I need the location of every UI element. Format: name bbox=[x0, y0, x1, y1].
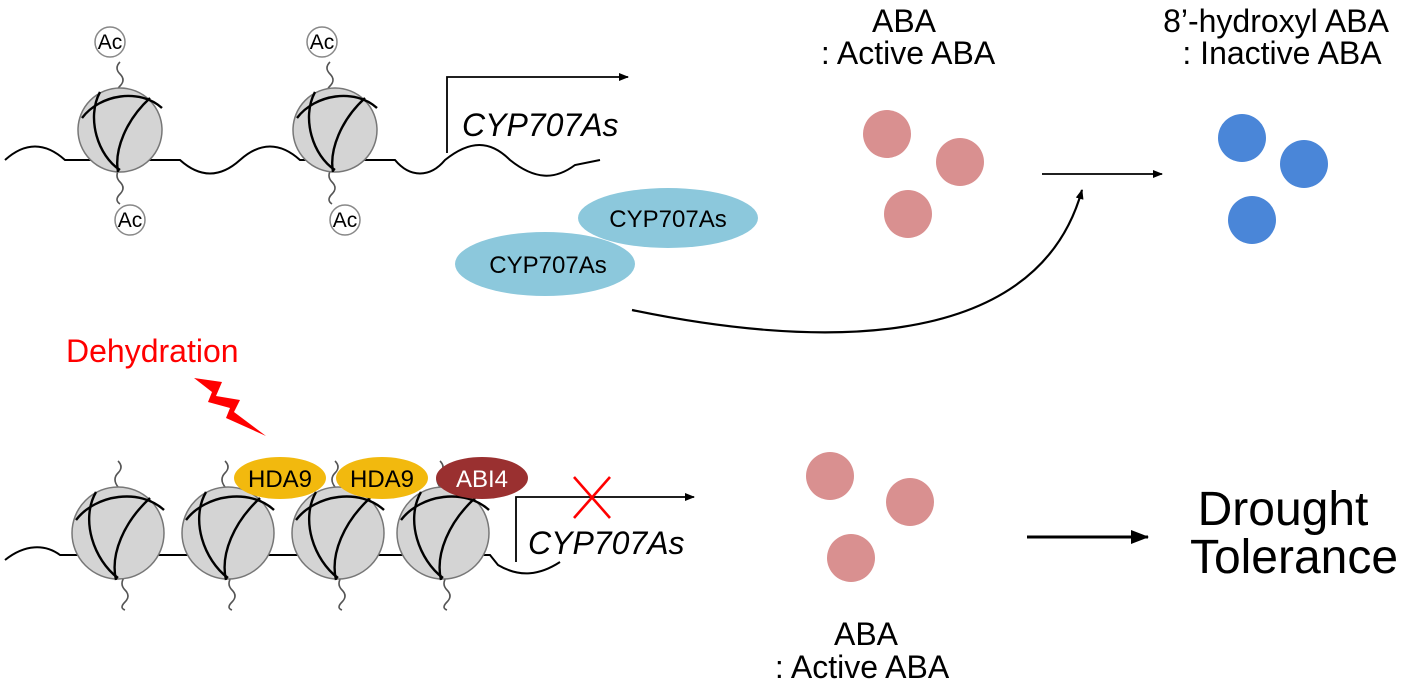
outcome-line-1: Drought bbox=[1198, 483, 1369, 536]
gene-label-top: CYP707As bbox=[462, 107, 619, 143]
protein-label: CYP707As bbox=[489, 252, 606, 279]
acetyl-label: Ac bbox=[333, 209, 358, 232]
dna-wrap bbox=[75, 495, 165, 521]
active-aba-molecule bbox=[863, 110, 911, 158]
abi4-label: ABI4 bbox=[456, 466, 508, 493]
enzyme-action-arrow bbox=[631, 189, 1084, 334]
blocked-transcription-icon bbox=[573, 476, 611, 519]
histone-tail bbox=[116, 167, 124, 205]
dna-wrap bbox=[81, 94, 163, 119]
histone-tail bbox=[328, 167, 336, 205]
inactive-aba-subtitle: : Inactive ABA bbox=[1182, 35, 1382, 71]
dna-wrap bbox=[307, 491, 339, 579]
dna-wrap bbox=[331, 97, 366, 173]
nucleosome-deacetylated-3 bbox=[291, 460, 385, 611]
histone-tail bbox=[443, 575, 451, 611]
active-aba-molecule bbox=[827, 534, 875, 582]
histone-core bbox=[291, 486, 385, 580]
active-aba-title: ABA bbox=[872, 3, 937, 39]
outcome-line-2: Tolerance bbox=[1190, 531, 1398, 584]
histone-tail bbox=[331, 460, 339, 488]
top-panel: Ac Ac Ac Ac CYP707As CYP707As CYP707 bbox=[4, 3, 1390, 334]
transcription-arrow-top bbox=[446, 73, 629, 153]
nucleosome-deacetylated-2 bbox=[181, 460, 275, 611]
dehydration-label: Dehydration bbox=[66, 333, 239, 369]
nucleosome-deacetylated-4 bbox=[396, 460, 490, 611]
dna-wrap bbox=[87, 491, 119, 579]
hda9-label: HDA9 bbox=[248, 466, 312, 493]
active-aba-molecule bbox=[886, 478, 934, 526]
dna-wrap bbox=[307, 91, 336, 172]
dna-wrap bbox=[223, 497, 261, 581]
dna-wrap bbox=[113, 497, 151, 581]
hda9-protein-2: HDA9 bbox=[336, 457, 428, 499]
acetyl-label: Ac bbox=[118, 209, 143, 232]
active-aba-molecule bbox=[884, 190, 932, 238]
dna-wrap bbox=[400, 495, 490, 521]
inactive-aba-molecule bbox=[1218, 114, 1266, 162]
dna-wrap bbox=[295, 495, 385, 521]
dna-strand-bottom bbox=[4, 546, 561, 575]
histone-tail bbox=[221, 460, 229, 488]
dna-wrap bbox=[438, 497, 476, 581]
active-aba-subtitle-bottom: : Active ABA bbox=[775, 649, 950, 685]
dna-wrap bbox=[296, 94, 378, 119]
active-aba-subtitle: : Active ABA bbox=[821, 35, 996, 71]
inactive-aba-molecule bbox=[1280, 140, 1328, 188]
histone-core bbox=[71, 486, 165, 580]
dna-wrap bbox=[116, 97, 151, 173]
dna-wrap bbox=[92, 91, 121, 172]
active-aba-molecule bbox=[936, 138, 984, 186]
histone-tail bbox=[121, 575, 129, 611]
nucleosome-acetylated-1: Ac Ac bbox=[77, 26, 163, 236]
nucleosome-acetylated-2: Ac Ac bbox=[292, 26, 378, 236]
histone-tail bbox=[228, 575, 236, 611]
active-aba-title-bottom: ABA bbox=[834, 616, 899, 652]
hda9-label: HDA9 bbox=[350, 466, 414, 493]
acetyl-group bbox=[329, 204, 361, 236]
dna-wrap bbox=[185, 495, 275, 521]
active-aba-molecule bbox=[806, 452, 854, 500]
bottom-panel: Dehydration bbox=[4, 333, 1398, 685]
hda9-protein-1: HDA9 bbox=[234, 457, 326, 499]
inactive-aba-title: 8’-hydroxyl ABA bbox=[1163, 3, 1390, 39]
cyp707a-protein-2: CYP707As bbox=[455, 232, 635, 296]
abi4-protein: ABI4 bbox=[436, 457, 528, 499]
dna-wrap bbox=[333, 497, 371, 581]
transcription-arrow-bottom bbox=[515, 493, 695, 562]
acetyl-label: Ac bbox=[310, 31, 335, 54]
histone-core bbox=[181, 486, 275, 580]
nucleosome-deacetylated-1 bbox=[71, 460, 165, 611]
histone-tail bbox=[338, 575, 346, 611]
cyp707a-protein-1: CYP707As bbox=[578, 188, 758, 248]
acetyl-label: Ac bbox=[98, 31, 123, 54]
gene-label-bottom: CYP707As bbox=[528, 525, 685, 561]
inactive-aba-molecule bbox=[1228, 196, 1276, 244]
protein-label: CYP707As bbox=[609, 206, 726, 233]
lightning-bolt-icon bbox=[194, 378, 266, 436]
acetyl-group bbox=[94, 26, 126, 58]
histone-tail bbox=[114, 460, 122, 488]
dna-wrap bbox=[412, 491, 444, 579]
acetyl-group bbox=[114, 204, 146, 236]
dna-wrap bbox=[197, 491, 229, 579]
acetyl-group bbox=[306, 26, 338, 58]
